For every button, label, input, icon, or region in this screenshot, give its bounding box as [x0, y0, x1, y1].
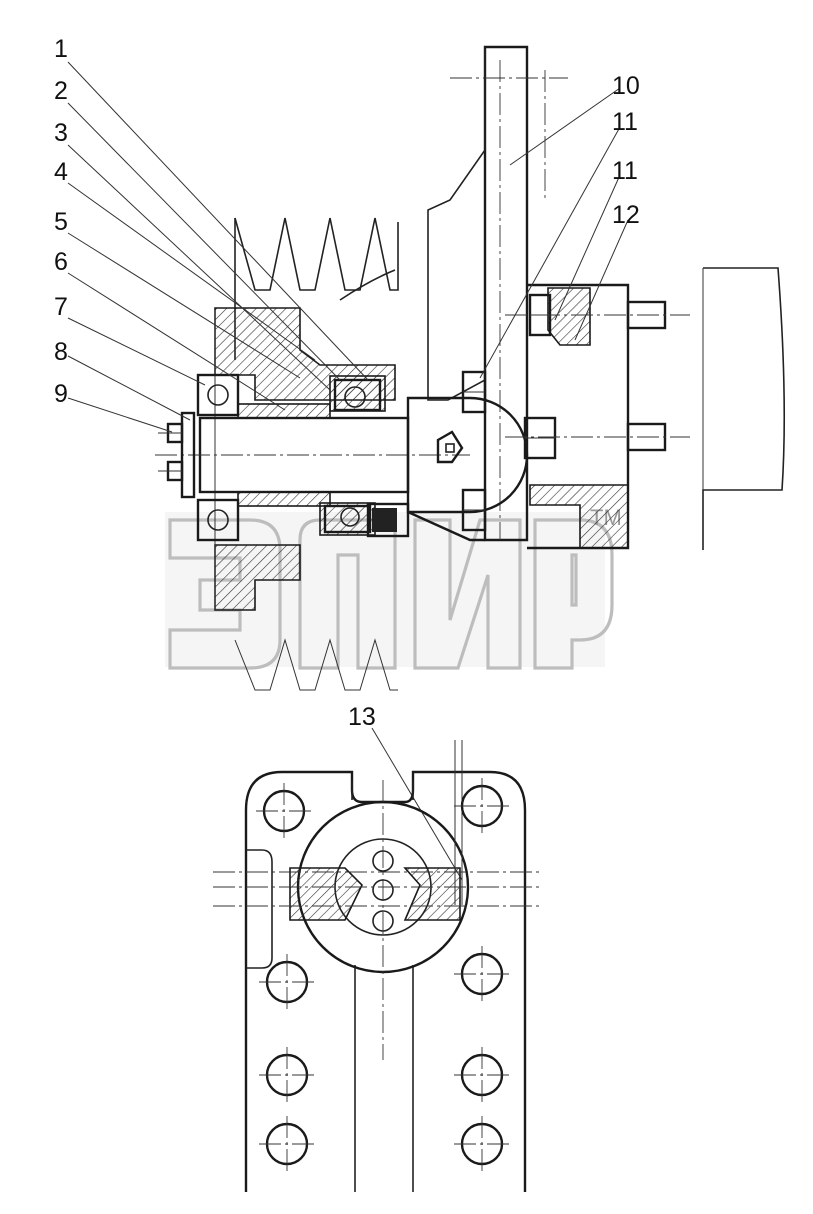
section-view: [155, 45, 786, 691]
mounting-holes: [256, 778, 510, 1172]
callout-4: 4: [54, 158, 68, 186]
leader-lines: [67, 61, 629, 881]
callout-1: 1: [54, 35, 68, 63]
callout-11-lower: 11: [612, 157, 638, 185]
callout-10: 10: [612, 72, 640, 100]
callout-8: 8: [54, 338, 68, 366]
callout-3: 3: [54, 119, 68, 147]
callout-13: 13: [348, 703, 376, 731]
callout-12: 12: [612, 201, 640, 229]
callout-5: 5: [54, 208, 68, 236]
callout-labels: 1 2 3 4 5 6 7 8 9 10 11 11 12 13: [54, 35, 640, 731]
callout-6: 6: [54, 248, 68, 276]
plan-view: [213, 740, 540, 1192]
callout-9: 9: [54, 380, 68, 408]
callout-2: 2: [54, 77, 68, 105]
callout-7: 7: [54, 293, 68, 321]
callout-11-upper: 11: [612, 108, 638, 136]
